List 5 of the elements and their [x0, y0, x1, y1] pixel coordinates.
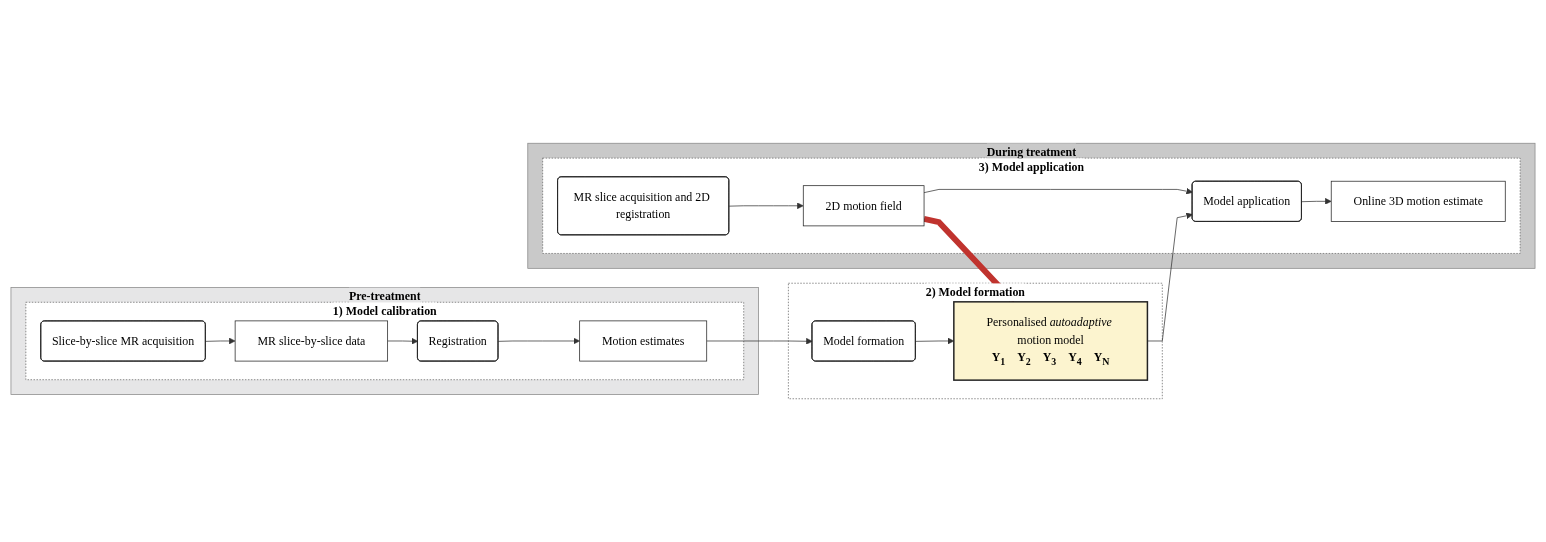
- node-box: 2D motion field: [802, 185, 925, 227]
- node-box: Personalised autoadaptive motion model Y$_{1}$ Y$_{2}$ Y$_{3}$ Y$_{4}$ Y$_{N}$: [953, 301, 1149, 381]
- node-box: Motion estimates: [579, 320, 708, 362]
- node-box: MR slice-by-slice data: [234, 320, 388, 362]
- node-box: Online 3D motion estimate: [1330, 180, 1506, 222]
